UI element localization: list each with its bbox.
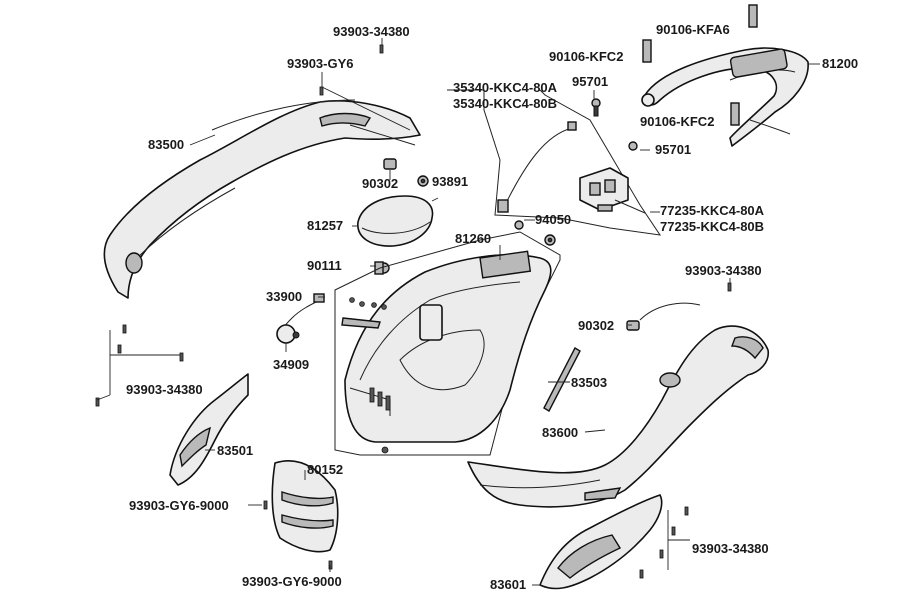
label-83501: 83501 — [217, 443, 253, 458]
part-81260-hinge-screws — [341, 297, 387, 329]
label-81200: 81200 — [822, 56, 858, 71]
label-90106-kfa6: 90106-KFA6 — [656, 22, 730, 37]
part-77235-seat-lock — [579, 167, 646, 214]
part-90111-bolt — [374, 261, 390, 275]
part-93891-nut — [417, 175, 429, 187]
label-90111: 90111 — [307, 258, 342, 273]
label-93903-34380-bottom-right: 93903-34380 — [692, 541, 769, 556]
part-33900-light-socket — [276, 293, 325, 344]
label-93903-34380-top: 93903-34380 — [333, 24, 410, 39]
label-93903-gy6-9000-bottom: 93903-GY6-9000 — [242, 574, 342, 589]
label-90106-kfc2-top: 90106-KFC2 — [549, 49, 623, 64]
label-95701-bottom: 95701 — [655, 142, 691, 157]
label-90106-kfc2-bottom: 90106-KFC2 — [640, 114, 714, 129]
part-90302-clip-mid — [626, 320, 640, 331]
part-90106-bolts — [628, 4, 758, 151]
label-94050: 94050 — [535, 212, 571, 227]
part-90302-clip-top — [383, 158, 397, 170]
label-93903-34380-left: 93903-34380 — [126, 382, 203, 397]
part-95701-bolt-top — [591, 98, 601, 117]
label-35340-kkc4-80a: 35340-KKC4-80A — [453, 80, 558, 95]
part-81257-lid — [357, 195, 439, 247]
part-83503-strip — [543, 347, 581, 412]
label-81260: 81260 — [455, 231, 491, 246]
part-81260-frame — [334, 231, 561, 456]
label-90302-top: 90302 — [362, 176, 398, 191]
label-93891: 93891 — [432, 174, 468, 189]
label-95701-top: 95701 — [572, 74, 608, 89]
label-83503: 83503 — [571, 375, 607, 390]
part-35340-cable — [497, 121, 577, 213]
part-83501-side-cover — [169, 373, 249, 486]
label-93903-34380-right: 93903-34380 — [685, 263, 762, 278]
label-77235-kkc4-80b: 77235-KKC4-80B — [660, 219, 764, 234]
part-81260-luggage-box — [344, 250, 552, 454]
screw-set — [95, 44, 732, 579]
part-35340-77235-group-box — [447, 89, 662, 236]
label-83500: 83500 — [148, 137, 184, 152]
label-77235-kkc4-80a: 77235-KKC4-80A — [660, 203, 765, 218]
label-34909: 34909 — [273, 357, 309, 372]
part-94050-nuts — [514, 220, 556, 246]
label-83601: 83601 — [490, 577, 526, 592]
label-33900: 33900 — [266, 289, 302, 304]
label-93903-gy6: 93903-GY6 — [287, 56, 354, 71]
leader-lines — [96, 38, 820, 586]
label-93903-gy6-9000-left: 93903-GY6-9000 — [129, 498, 229, 513]
label-80152: 80152 — [307, 462, 343, 477]
part-83600-rear-body-cover — [467, 302, 770, 508]
part-83500-rear-body-cover — [103, 99, 421, 299]
label-83600: 83600 — [542, 425, 578, 440]
label-35340-kkc4-80b: 35340-KKC4-80B — [453, 96, 557, 111]
part-81200-carrier — [641, 47, 809, 147]
part-80152-lower-cover — [271, 460, 339, 553]
label-90302-mid: 90302 — [578, 318, 614, 333]
part-83601-grille — [539, 494, 663, 590]
label-81257: 81257 — [307, 218, 343, 233]
